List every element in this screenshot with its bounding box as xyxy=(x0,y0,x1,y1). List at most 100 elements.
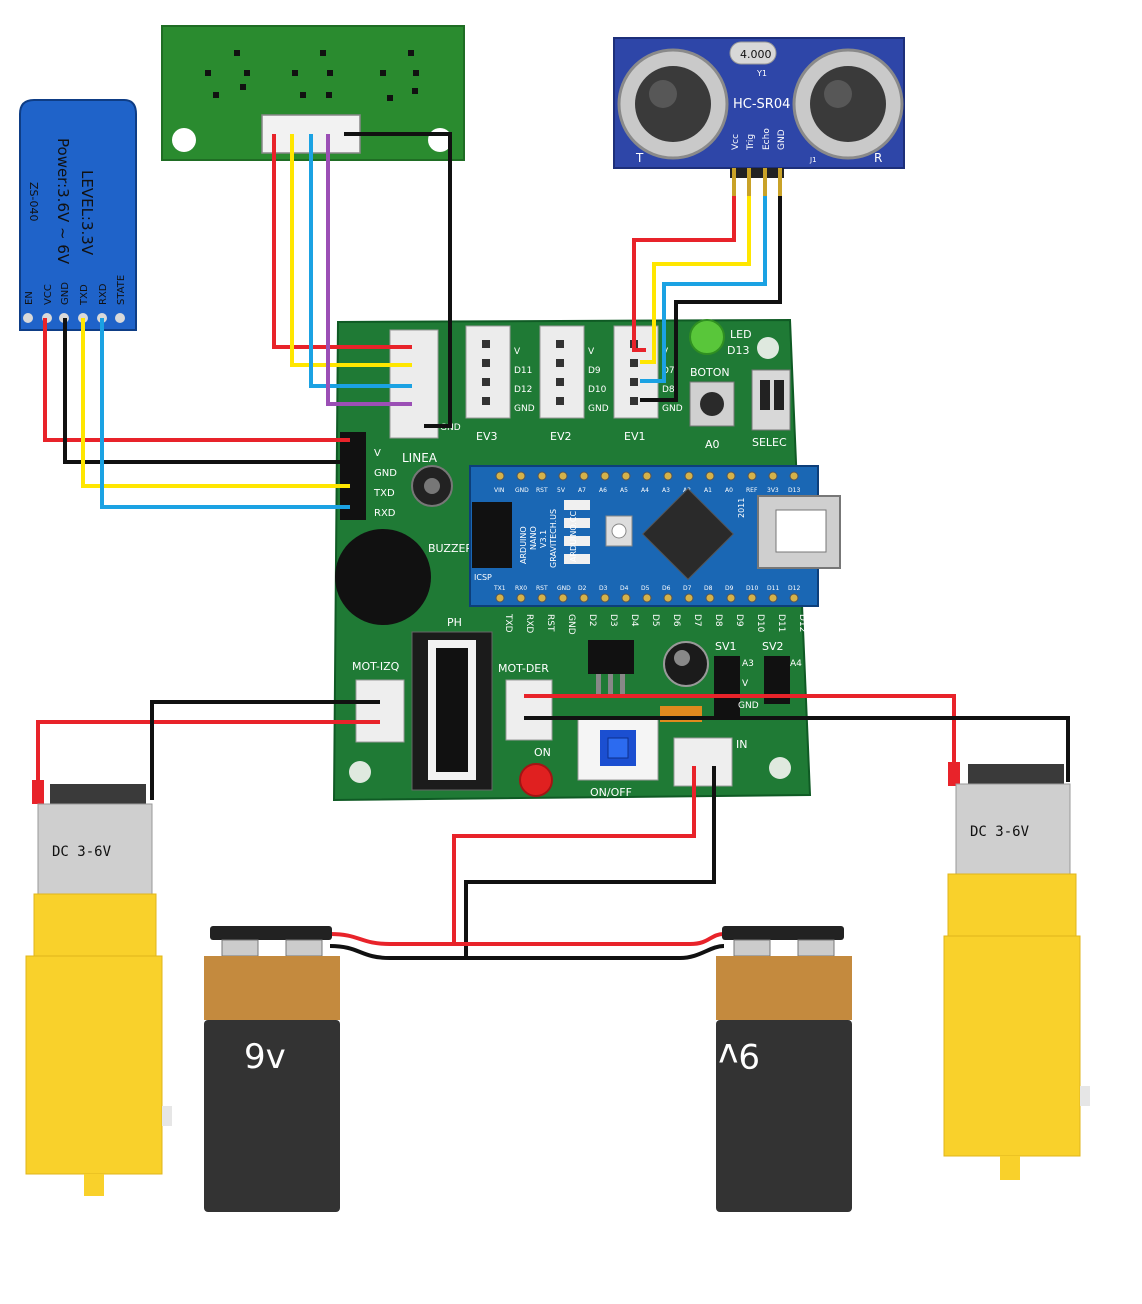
battery-left: 9v xyxy=(204,926,340,1212)
mot-right-port xyxy=(505,679,553,741)
port-pin-label: D11 xyxy=(514,366,532,376)
power-in-port xyxy=(673,737,733,787)
nano-top-pin: A0 xyxy=(725,487,733,494)
ultrasonic-model: HC-SR04 xyxy=(733,97,790,112)
select-switch[interactable] xyxy=(751,369,791,431)
wire-battery-red xyxy=(329,932,725,946)
nano-bottom-pin: RX0 xyxy=(515,585,527,592)
bt-level-text: LEVEL:3.3V xyxy=(78,170,96,256)
nano-bottom-pin: D9 xyxy=(725,585,734,592)
wire-bt-txd xyxy=(81,318,350,488)
led-label: LED xyxy=(730,328,752,341)
nano-bottom-pin: D5 xyxy=(641,585,650,592)
nano-top-pin: A4 xyxy=(641,487,649,494)
board-bottom-pin: D3 xyxy=(608,614,618,627)
port-pin-label: V xyxy=(514,347,521,357)
button-pin: A0 xyxy=(705,438,720,451)
bt-pin-state xyxy=(115,313,125,323)
wire-motor-left-black xyxy=(150,700,380,800)
nano-top-pin: D13 xyxy=(788,487,800,494)
regulator xyxy=(588,640,634,674)
wire-us-trig xyxy=(640,196,751,364)
board-bottom-pin: D4 xyxy=(629,614,639,627)
bt-header-label: RXD xyxy=(374,508,396,519)
battery-right-label: 9v xyxy=(718,1035,760,1075)
switch-label: ON/OFF xyxy=(590,786,632,799)
sv-pin-v: V xyxy=(742,679,749,689)
nano-version: V3.1 xyxy=(539,530,548,548)
port-pin-label: D9 xyxy=(588,366,601,376)
nano-bottom-pin: GND xyxy=(557,585,571,592)
board-bottom-pin: D9 xyxy=(734,614,744,627)
nano-maker: GRAVITECH.US xyxy=(549,509,558,568)
nano-bottom-pin: D4 xyxy=(620,585,629,592)
ultrasonic-left-mark: T xyxy=(635,151,644,165)
nano-bottom-pin: RST xyxy=(536,585,548,592)
led-d13 xyxy=(689,319,725,355)
nano-bottom-pin: D11 xyxy=(767,585,779,592)
nano-top-pin: 3V3 xyxy=(767,487,779,494)
board-bottom-pin: TXD xyxy=(503,613,513,633)
battery-right: 9v xyxy=(716,926,852,1212)
board-bottom-pin: RXD xyxy=(524,614,534,633)
board-bottom-pin: D12 xyxy=(797,614,807,632)
bt-pin-label: STATE xyxy=(116,275,127,305)
wire-us-echo xyxy=(640,196,767,383)
port-label: EV3 xyxy=(476,430,497,443)
bt-header-label: TXD xyxy=(373,488,395,499)
ultrasonic-header-ref: J1 xyxy=(809,156,817,164)
nano-top-pin: GND xyxy=(515,487,529,494)
mot-left-port xyxy=(355,679,405,743)
nano-top-pin: A1 xyxy=(704,487,712,494)
nano-bottom-pin: D6 xyxy=(662,585,671,592)
board-bottom-pin: GND xyxy=(566,614,576,635)
arduino-nano: VINGNDRST5VA7A6A5A4A3A2A1A0REF3V3D13 TX1… xyxy=(469,465,841,607)
nano-top-pin: A5 xyxy=(620,487,628,494)
board-bottom-pin: RST xyxy=(545,614,555,632)
bt-power-text: Power:3.6V ~ 6V xyxy=(54,138,72,265)
wires xyxy=(36,132,1070,960)
wire-battery-black xyxy=(329,944,725,960)
bt-pin-label: TXD xyxy=(79,284,90,306)
us-pin-label: Vcc xyxy=(731,134,741,150)
board-bottom-pin: D2 xyxy=(587,614,597,627)
port-pin-label: D10 xyxy=(588,385,607,395)
driver-label: PH xyxy=(447,616,462,629)
port-pin-label: GND xyxy=(588,404,609,414)
port-label: EV2 xyxy=(550,430,571,443)
line-label: LINEA xyxy=(402,451,438,465)
motor-left-label: DC 3-6V xyxy=(52,844,112,860)
buzzer-label: BUZZER xyxy=(428,542,473,555)
wire-line-gnd xyxy=(344,132,452,428)
board-bottom-pin: D8 xyxy=(713,614,723,627)
nano-bottom-pin: D2 xyxy=(578,585,587,592)
buzzer xyxy=(335,529,431,625)
ultrasonic-right-mark: R xyxy=(874,151,882,165)
wire-line-vcc xyxy=(272,134,412,349)
nano-bottom-pin: D3 xyxy=(599,585,608,592)
bt-pin-label: EN xyxy=(24,291,35,305)
nano-bottom-pin: D7 xyxy=(683,585,692,592)
motor-right-label: DC 3-6V xyxy=(970,824,1030,840)
wire-line-s1 xyxy=(290,134,412,367)
battery-left-label: 9v xyxy=(244,1037,286,1077)
nano-brand: ARDUINO xyxy=(519,526,528,564)
wire-bt-gnd xyxy=(63,318,350,464)
wire-power-red xyxy=(452,766,696,944)
on-label: ON xyxy=(534,746,551,759)
wire-motor-left-red xyxy=(36,720,380,800)
wire-motor-right-black xyxy=(524,716,1070,782)
nano-top-pin: A6 xyxy=(599,487,607,494)
bt-header-label: GND xyxy=(374,468,397,479)
port-label: EV1 xyxy=(624,430,645,443)
port-pin-label: GND xyxy=(514,404,535,414)
bt-model-text: ZS-040 xyxy=(27,182,40,221)
us-pin-label: Echo xyxy=(762,128,772,150)
icsp-header xyxy=(472,502,512,568)
sv-pin-a3: A3 xyxy=(742,659,754,669)
wire-bt-rxd xyxy=(100,318,350,509)
